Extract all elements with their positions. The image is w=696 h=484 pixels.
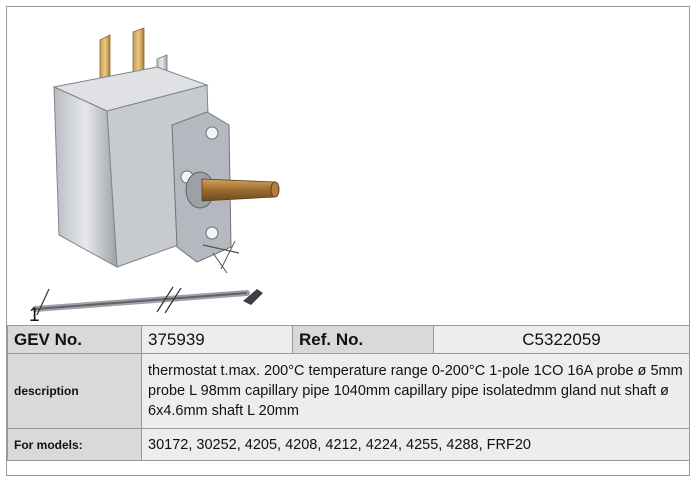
models-label: For models: (7, 428, 142, 461)
models-value: 30172, 30252, 4205, 4208, 4212, 4224, 42… (141, 428, 690, 461)
description-label: description (7, 353, 142, 429)
product-sheet: 1 GEV No. 375939 Ref. No. C5322059 descr… (6, 6, 690, 476)
gev-row: GEV No. 375939 Ref. No. C5322059 (7, 325, 690, 354)
ref-value: C5322059 (433, 325, 690, 354)
models-row: For models: 30172, 30252, 4205, 4208, 42… (7, 428, 690, 461)
gev-label: GEV No. (7, 325, 142, 354)
spec-table: GEV No. 375939 Ref. No. C5322059 descrip… (7, 325, 690, 461)
control-shaft (201, 178, 280, 202)
description-row: description thermostat t.max. 200°C temp… (7, 353, 690, 429)
sensor-probe (32, 286, 263, 316)
figure-number: 1 (29, 305, 40, 326)
product-image-panel: 1 (7, 7, 689, 326)
gev-value: 375939 (141, 325, 293, 354)
description-value: thermostat t.max. 200°C temperature rang… (141, 353, 690, 429)
ref-label: Ref. No. (292, 325, 434, 354)
thermostat-illustration (32, 27, 280, 316)
